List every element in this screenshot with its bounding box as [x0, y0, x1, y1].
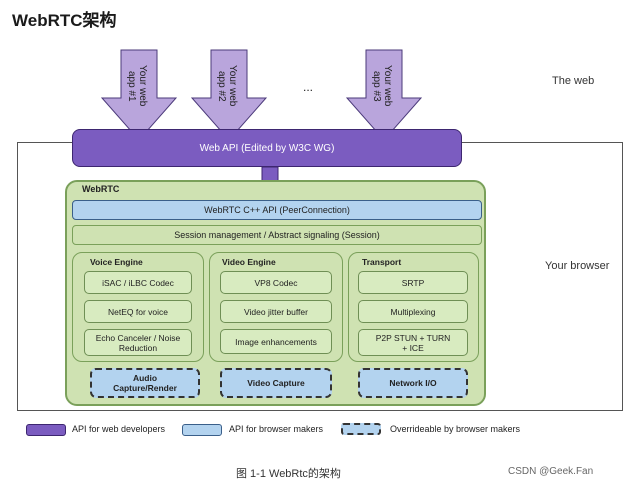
- ellipsis: ...: [303, 80, 314, 94]
- session-bar: Session management / Abstract signaling …: [72, 225, 482, 245]
- transport-title: Transport: [362, 257, 402, 267]
- legend-label-web-api: API for web developers: [72, 424, 166, 434]
- legend-label-overridable: Overrideable by browser makers: [390, 424, 521, 434]
- voice-item-echo: Echo Canceler / Noise Reduction: [84, 329, 192, 356]
- transport-item-p2p: P2P STUN + TURN + ICE: [358, 329, 468, 356]
- figure-caption: 图 1-1 WebRtc的架构: [236, 468, 341, 480]
- legend-label-browser-api: API for browser makers: [229, 424, 324, 434]
- voice-item-codec: iSAC / iLBC Codec: [84, 271, 192, 294]
- voice-engine-title: Voice Engine: [90, 257, 143, 267]
- page-title: WebRTC架构: [12, 11, 117, 30]
- your-browser-label: Your browser: [545, 260, 610, 272]
- video-item-jitter: Video jitter buffer: [220, 300, 332, 323]
- video-engine-title: Video Engine: [222, 257, 276, 267]
- watermark: CSDN @Geek.Fan: [508, 466, 594, 477]
- network-io-box: Network I/O: [358, 368, 468, 398]
- cpp-api-bar: WebRTC C++ API (PeerConnection): [72, 200, 482, 220]
- legend-swatch-web-api: [26, 424, 66, 436]
- video-item-image: Image enhancements: [220, 329, 332, 354]
- legend-swatch-browser-api: [182, 424, 222, 436]
- app-arrow-3: [345, 49, 423, 141]
- app-arrows: [100, 49, 423, 199]
- the-web-label: The web: [552, 75, 595, 87]
- web-api-bar: Web API (Edited by W3C WG): [72, 129, 462, 167]
- transport-item-multiplexing: Multiplexing: [358, 300, 468, 323]
- app-arrow-2: [190, 49, 268, 141]
- app-arrow-1: [100, 49, 178, 141]
- webrtc-title: WebRTC: [82, 184, 120, 194]
- voice-item-neteq: NetEQ for voice: [84, 300, 192, 323]
- transport-item-srtp: SRTP: [358, 271, 468, 294]
- legend-swatch-overridable: [341, 423, 381, 435]
- video-item-vp8: VP8 Codec: [220, 271, 332, 294]
- video-capture-box: Video Capture: [220, 368, 332, 398]
- audio-capture-box: Audio Capture/Render: [90, 368, 200, 398]
